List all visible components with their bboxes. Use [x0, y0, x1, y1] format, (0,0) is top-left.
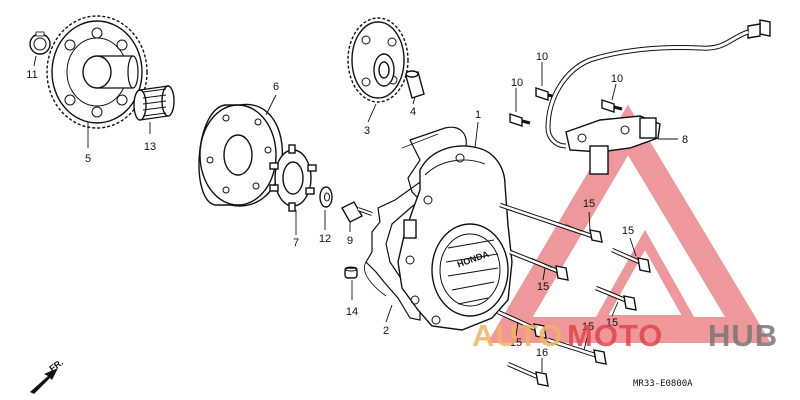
callout-4[interactable]: 4 [410, 106, 416, 118]
direction-label: FR. [47, 357, 65, 374]
leader-3 [367, 103, 377, 123]
watermark-text: AUTO MOTO HUB [472, 318, 778, 353]
leader-15-e [515, 321, 519, 337]
bolt-15-b[interactable] [611, 247, 651, 273]
part-10-bolt-c[interactable] [601, 99, 623, 113]
callout-13[interactable]: 13 [144, 141, 156, 153]
part-6-starter-clutch[interactable] [198, 103, 284, 207]
watermark-auto: AUTO [472, 318, 563, 353]
diagram-code: MR33-E0800A [633, 379, 693, 389]
callout-2[interactable]: 2 [383, 325, 389, 337]
front-arrow-icon [30, 368, 58, 394]
callout-1[interactable]: 1 [475, 109, 481, 121]
leader-15-a [588, 211, 591, 231]
callout-6[interactable]: 6 [273, 81, 279, 93]
callout-7[interactable]: 7 [293, 237, 299, 249]
callout-15-c[interactable]: 15 [537, 281, 549, 293]
part-3-idle-gear[interactable] [347, 17, 409, 103]
leader-10-c [611, 83, 617, 101]
callout-16[interactable]: 16 [536, 347, 548, 359]
callout-15-d[interactable]: 15 [606, 317, 618, 329]
callout-15-b[interactable]: 15 [622, 225, 634, 237]
callout-10-b[interactable]: 10 [511, 77, 523, 89]
leader-6 [265, 94, 277, 116]
callout-9[interactable]: 9 [347, 235, 353, 247]
callout-15-a[interactable]: 15 [583, 198, 595, 210]
part-12-washer[interactable] [319, 186, 333, 208]
part-9-bolt[interactable] [341, 201, 373, 223]
direction-indicator: FR. [30, 357, 65, 394]
bolt-15-f[interactable] [547, 337, 607, 365]
watermark-hub: HUB [708, 318, 778, 353]
leader-15-f [583, 333, 589, 351]
part-14-dowel-pin[interactable] [344, 266, 358, 279]
part-7-one-way-clutch[interactable] [269, 144, 317, 212]
callout-10-a[interactable]: 10 [536, 51, 548, 63]
leader-15-d [611, 301, 619, 317]
leader-1 [474, 121, 479, 149]
callout-14[interactable]: 14 [346, 306, 358, 318]
callout-12[interactable]: 12 [319, 233, 331, 245]
callout-15-e[interactable]: 15 [510, 337, 522, 349]
watermark-moto: MOTO [567, 318, 663, 353]
part-1-left-crankcase-cover[interactable]: HONDA [397, 145, 513, 331]
leader-2 [385, 304, 393, 323]
callout-3[interactable]: 3 [364, 125, 370, 137]
callout-11[interactable]: 11 [26, 69, 37, 81]
part-13-needle-bearing[interactable] [133, 85, 175, 121]
callout-10-c[interactable]: 10 [611, 73, 623, 85]
bolt-15-c[interactable] [509, 249, 569, 281]
part-5-starter-driven-gear[interactable] [46, 15, 148, 129]
part-4-idle-gear-shaft[interactable] [405, 70, 425, 99]
part-2-gasket[interactable] [364, 126, 471, 321]
part-8-pulse-generator[interactable] [545, 19, 771, 175]
part-11-circlip[interactable] [29, 31, 51, 55]
callout-8[interactable]: 8 [682, 134, 688, 146]
part-10-bolt-b[interactable] [509, 113, 531, 127]
leader-11 [33, 55, 37, 67]
bolt-15-d[interactable] [595, 285, 637, 311]
callout-5[interactable]: 5 [85, 153, 91, 165]
part-16-bolt[interactable] [507, 361, 549, 387]
leader-15-c [542, 267, 546, 281]
bolt-15-e[interactable] [497, 309, 547, 339]
bolt-15-a[interactable] [499, 202, 603, 243]
leader-15-b [629, 237, 637, 257]
part-15-cover-bolts[interactable] [497, 202, 651, 365]
leader-4 [412, 96, 416, 105]
callout-15-f[interactable]: 15 [582, 321, 594, 333]
